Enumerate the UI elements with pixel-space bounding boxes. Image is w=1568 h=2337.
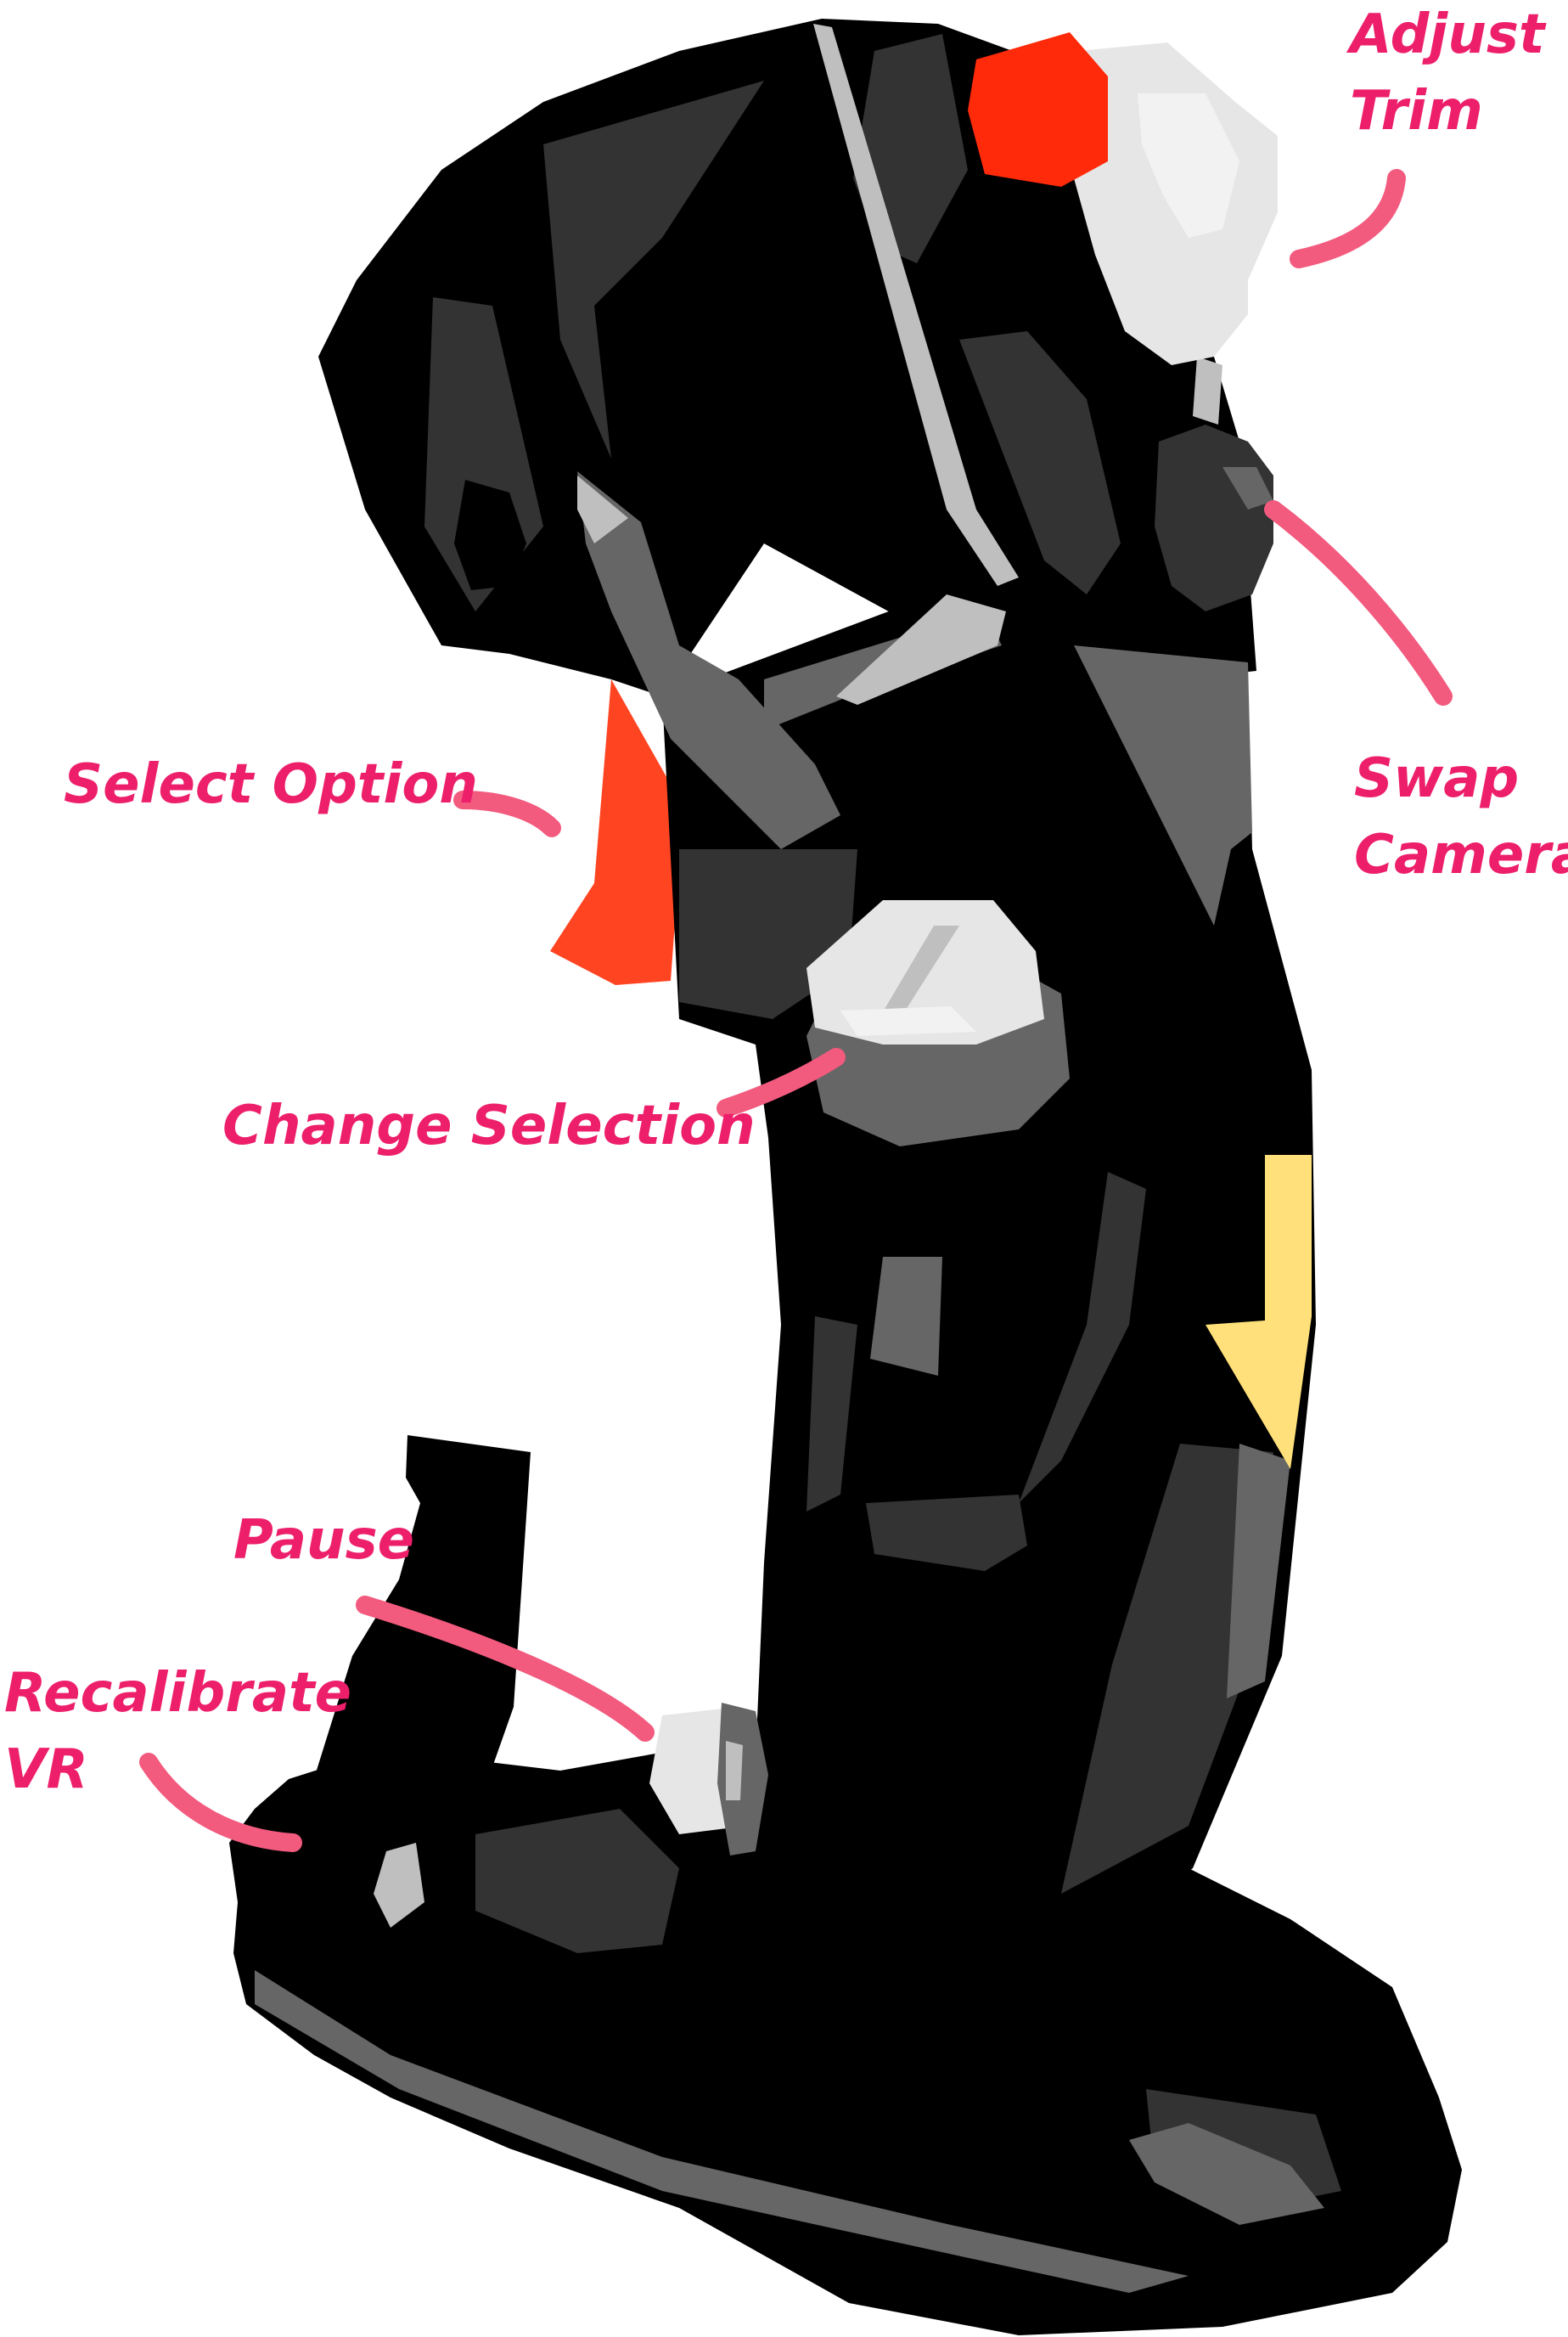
label-adjust-trim-line2: Trim [1350,80,1483,143]
label-adjust-trim: Adjust Trim [1346,3,1564,143]
label-swap-camera: Swap Camera [1354,747,1568,887]
label-swap-camera-line2: Camera [1354,824,1568,887]
label-recalibrate-vr-line2: VR [4,1738,88,1801]
label-adjust-trim-line1: Adjust [1346,3,1547,66]
camera-hat [1155,425,1273,611]
trigger [550,679,683,985]
pointer-adjust-trim [1299,178,1397,259]
joystick-illustration [229,19,1462,2335]
label-select-option: Select Option [64,753,478,816]
label-swap-camera-line1: Swap [1354,747,1519,810]
label-recalibrate-vr-line1: Recalibrate [4,1662,351,1725]
label-pause: Pause [233,1509,414,1572]
pointer-swap-camera [1273,510,1443,696]
label-change-selection: Change Selection [222,1095,756,1157]
